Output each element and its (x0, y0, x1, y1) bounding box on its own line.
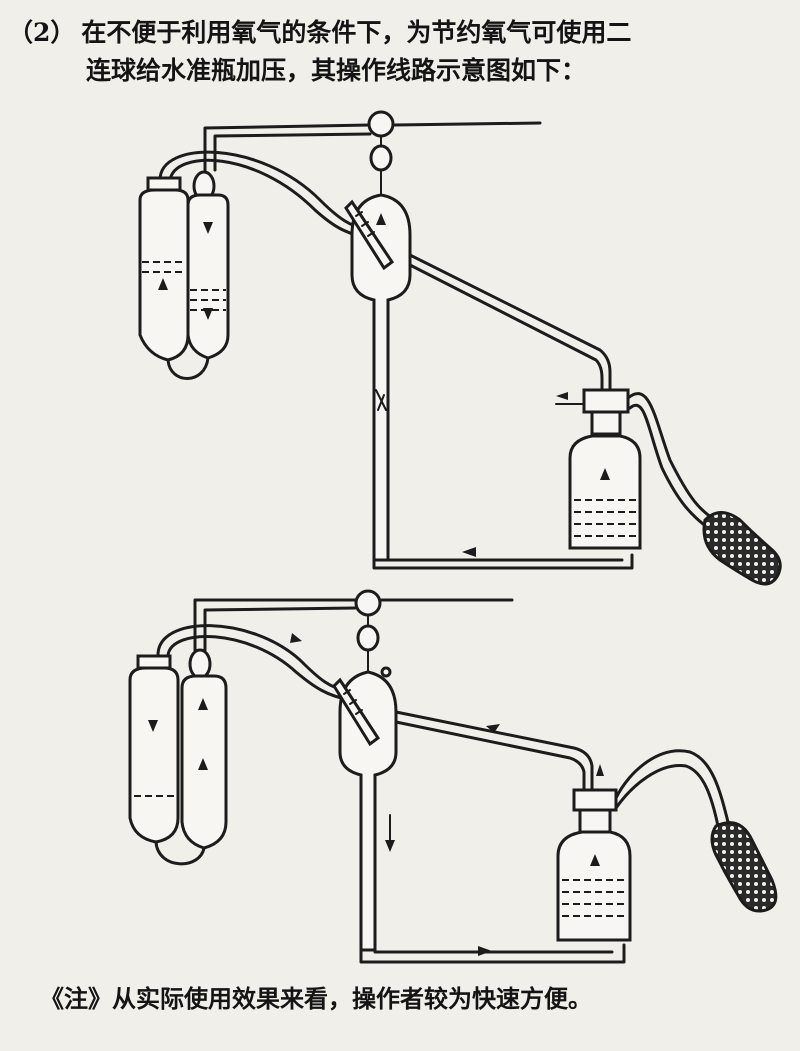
upper-hand-bulb (702, 511, 782, 586)
intro-line-1: 在不便于利用氧气的条件下，为节约氧气可使用二 (81, 18, 632, 47)
lower-diagonal-tube (394, 710, 594, 792)
lower-apparatus (128, 589, 778, 964)
intro-line-2: 连球给水准瓶加压，其操作线路示意图如下： (86, 56, 587, 85)
upper-gas-pipette (138, 170, 230, 380)
upper-rubber-tube (626, 392, 717, 522)
upper-apparatus (138, 110, 782, 586)
lower-hand-bulb (710, 821, 778, 913)
lower-rubber-tube (614, 749, 730, 824)
lower-stopcock (354, 589, 382, 617)
upper-bottom-tube (372, 553, 634, 570)
item-number: （2） (8, 18, 76, 47)
lower-analyzer-vessel (332, 614, 398, 952)
lower-top-tube (193, 598, 514, 652)
lower-gas-tube (156, 624, 352, 694)
upper-top-tube (203, 121, 542, 172)
lower-gas-pipette (128, 648, 228, 866)
intro-text: （2）在不便于利用氧气的条件下，为节约氧气可使用二 连球给水准瓶加压，其操作线路… (8, 14, 788, 90)
upper-level-bottle (555, 388, 642, 550)
upper-gas-tube (158, 150, 367, 232)
upper-analyzer-vessel (344, 135, 412, 562)
lower-bottom-tube (359, 943, 626, 964)
lower-level-bottle (556, 764, 632, 942)
upper-diagonal-tube (408, 253, 612, 392)
footnote: 《注》从实际使用效果来看，操作者较为快速方便。 (40, 984, 592, 1013)
upper-stopcock (367, 110, 395, 138)
